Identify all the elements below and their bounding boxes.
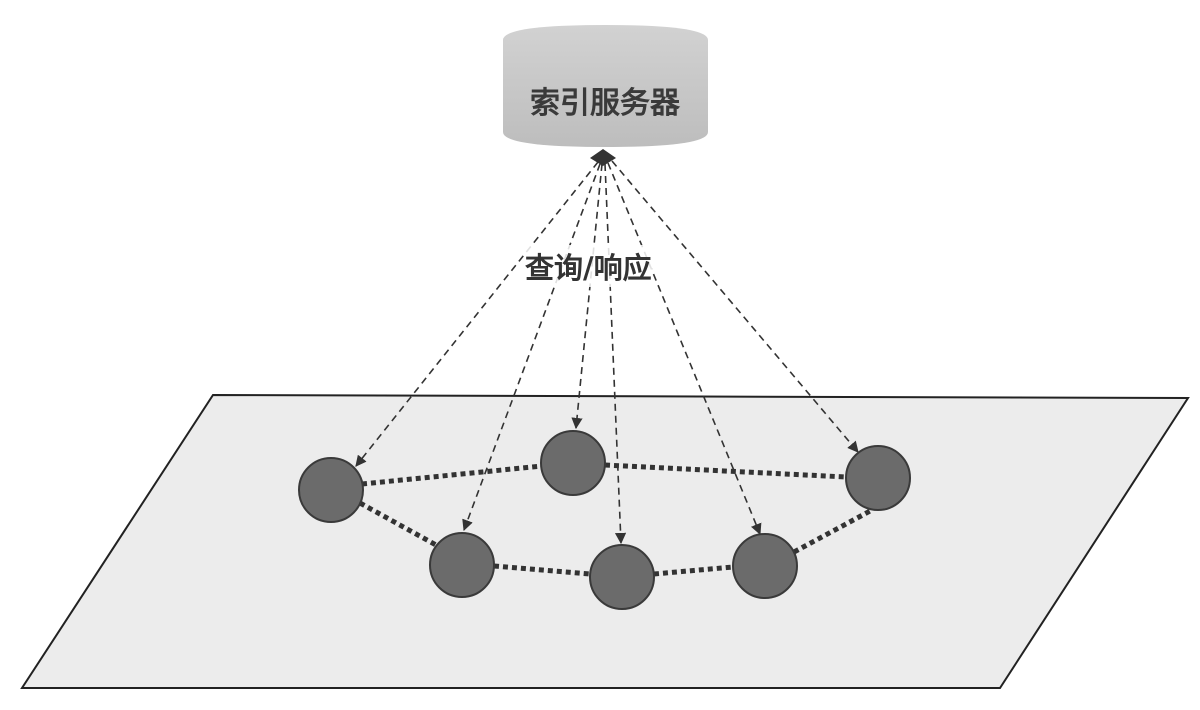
link-1-2 [361, 463, 543, 487]
link-6-3 [792, 507, 874, 555]
peer-nodes [298, 430, 911, 610]
server-label: 索引服务器 [530, 86, 680, 121]
server-port [590, 149, 616, 166]
peer-node-6 [732, 533, 798, 599]
peer-node-4 [429, 532, 495, 598]
link-4-5 [493, 563, 591, 577]
arrow-to-peer-1 [355, 161, 599, 467]
server-cylinder [503, 25, 708, 147]
peer-node-3 [845, 445, 911, 511]
arrow-to-peer-3 [611, 160, 859, 453]
arrow-to-peer-6 [607, 162, 762, 536]
link-5-6 [653, 564, 734, 577]
link-1-4 [358, 500, 438, 548]
query-arrows [355, 160, 859, 545]
arrow-to-peer-4 [462, 163, 601, 532]
query-response-label: 查询/响应 [525, 245, 652, 287]
network-plane [20, 393, 1190, 689]
peer-node-1 [298, 457, 364, 523]
arrow-to-peer-5 [604, 163, 627, 545]
peer-node-5 [589, 544, 655, 610]
arrow-to-peer-2 [571, 163, 603, 430]
link-2-3 [604, 462, 847, 480]
peer-links [358, 462, 874, 577]
peer-node-2 [540, 430, 606, 496]
